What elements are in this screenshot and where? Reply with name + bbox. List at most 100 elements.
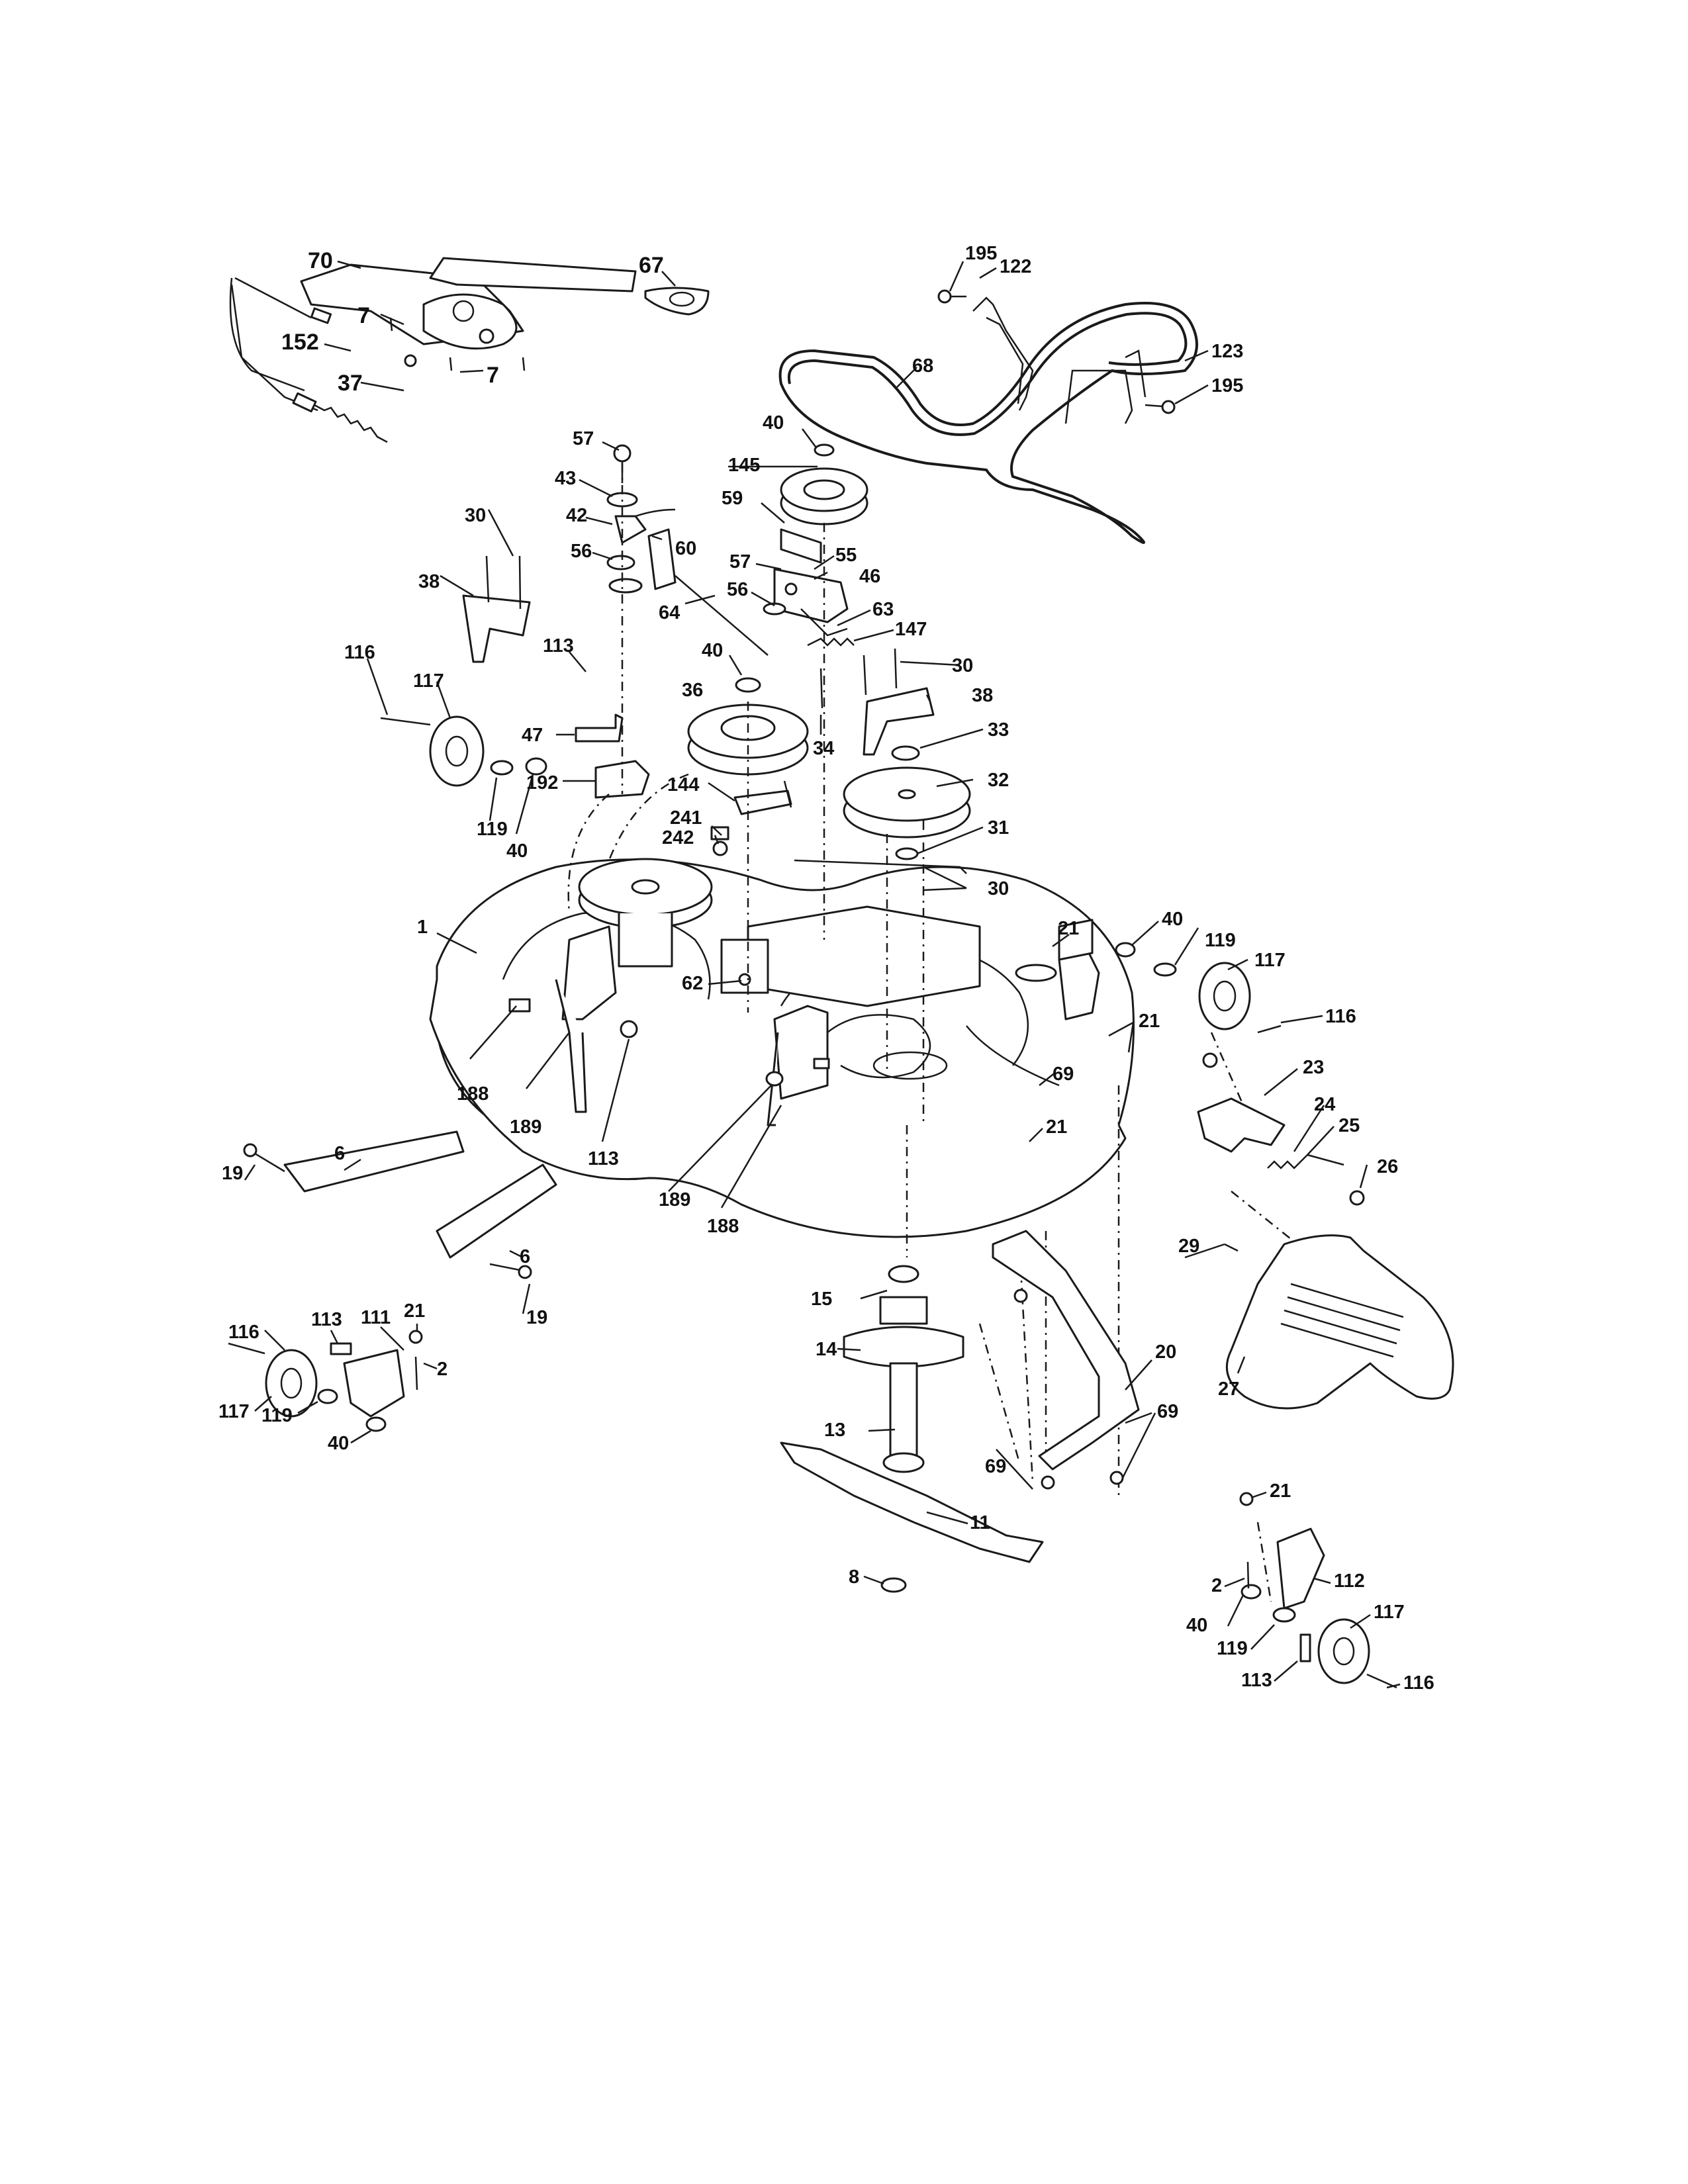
label-21c: 21: [1046, 1116, 1067, 1138]
label-27: 27: [1218, 1379, 1239, 1400]
label-1: 1: [417, 917, 428, 938]
belt-guides: [937, 289, 1176, 424]
label-195a: 195: [965, 243, 997, 264]
discharge-chute-27: [1184, 1234, 1454, 1410]
label-30a: 30: [465, 505, 486, 526]
label-113d: 113: [1241, 1670, 1272, 1691]
label-152: 152: [281, 330, 319, 355]
label-8: 8: [849, 1567, 859, 1588]
label-67: 67: [639, 253, 664, 278]
deck-wheel-right-bottom: [1239, 1492, 1397, 1689]
label-189a: 189: [510, 1116, 541, 1138]
label-47: 47: [522, 725, 543, 746]
label-192: 192: [526, 772, 558, 794]
label-29: 29: [1178, 1236, 1199, 1257]
label-69b: 69: [1157, 1401, 1178, 1422]
label-60: 60: [675, 538, 696, 559]
label-122: 122: [1000, 256, 1031, 277]
label-56b: 56: [727, 579, 748, 600]
deck-wheel-left-top: [380, 715, 547, 787]
label-113b: 113: [588, 1148, 619, 1169]
label-25: 25: [1338, 1115, 1360, 1136]
label-42: 42: [566, 505, 587, 526]
idler-pivot-left: [606, 444, 677, 594]
label-119d: 119: [1217, 1638, 1248, 1659]
label-63: 63: [872, 599, 894, 620]
label-43: 43: [555, 468, 576, 489]
label-144: 144: [667, 774, 699, 796]
small-brackets: [575, 713, 792, 856]
label-36: 36: [682, 680, 703, 701]
label-2b: 2: [1211, 1575, 1222, 1596]
label-46: 46: [859, 566, 880, 587]
label-68: 68: [912, 355, 933, 377]
label-113c: 113: [311, 1309, 342, 1330]
label-34: 34: [813, 738, 834, 759]
label-69a: 69: [1053, 1064, 1074, 1085]
label-119c: 119: [261, 1405, 293, 1426]
label-189b: 189: [659, 1189, 690, 1210]
label-116b: 116: [1325, 1006, 1356, 1027]
label-195b: 195: [1211, 375, 1243, 396]
idler-pulley-145: [780, 443, 868, 525]
label-69c: 69: [985, 1456, 1006, 1477]
label-21a: 21: [1058, 918, 1079, 939]
label-2a: 2: [437, 1359, 447, 1380]
label-62: 62: [682, 973, 703, 994]
label-119b: 119: [1205, 930, 1236, 951]
deck-right-spindle: [765, 1005, 948, 1126]
label-117a: 117: [413, 670, 444, 692]
label-38b: 38: [972, 685, 993, 706]
label-40f: 40: [1186, 1615, 1207, 1636]
label-6a: 6: [334, 1143, 345, 1164]
baffle-6-lower: [436, 1163, 557, 1279]
label-30c: 30: [988, 878, 1009, 899]
label-19a: 19: [222, 1163, 243, 1184]
label-145: 145: [728, 455, 760, 476]
label-31: 31: [988, 817, 1009, 839]
label-119a: 119: [477, 819, 508, 840]
lift-handle-assembly: [229, 257, 637, 443]
label-14: 14: [816, 1339, 837, 1360]
label-116d: 116: [1403, 1672, 1434, 1694]
right-bracket-38: [820, 648, 935, 756]
part-labels: 70 67 7 7 152 37 195 122 123 195 68 57 4…: [218, 243, 1434, 1694]
left-bracket-38: [462, 555, 531, 663]
label-116a: 116: [344, 642, 375, 663]
deck-wheel-right: [1115, 942, 1282, 1034]
pulley-32: [843, 745, 971, 860]
spindle-assembly: [843, 1265, 964, 1473]
label-188a: 188: [457, 1083, 489, 1105]
label-30b: 30: [952, 655, 973, 676]
label-117d: 117: [1374, 1602, 1405, 1623]
label-112: 112: [1334, 1570, 1365, 1592]
label-23: 23: [1303, 1057, 1324, 1078]
label-123: 123: [1211, 341, 1243, 362]
label-11: 11: [970, 1512, 990, 1533]
label-33: 33: [988, 719, 1009, 741]
label-57a: 57: [573, 428, 594, 449]
label-38a: 38: [418, 571, 440, 592]
leader-lines: [244, 260, 1401, 1689]
label-56a: 56: [571, 541, 592, 562]
label-116c: 116: [228, 1322, 259, 1343]
deck-wheel-left-bottom: [228, 1330, 423, 1432]
label-40a: 40: [763, 412, 784, 433]
label-26: 26: [1377, 1156, 1398, 1177]
label-21d: 21: [404, 1300, 425, 1322]
rear-bracket-23: [1197, 1052, 1365, 1206]
label-111: 111: [361, 1307, 391, 1328]
blade-11: [780, 1441, 1044, 1593]
label-21b: 21: [1139, 1011, 1160, 1032]
label-117b: 117: [1254, 950, 1286, 971]
label-24: 24: [1314, 1094, 1335, 1115]
label-113a: 113: [543, 635, 574, 657]
label-21e: 21: [1270, 1480, 1291, 1502]
label-19b: 19: [526, 1307, 547, 1328]
label-13: 13: [824, 1420, 845, 1441]
label-6b: 6: [520, 1246, 530, 1267]
idler-arm-assembly: [675, 528, 855, 656]
label-40c: 40: [506, 841, 528, 862]
label-70: 70: [308, 248, 333, 273]
